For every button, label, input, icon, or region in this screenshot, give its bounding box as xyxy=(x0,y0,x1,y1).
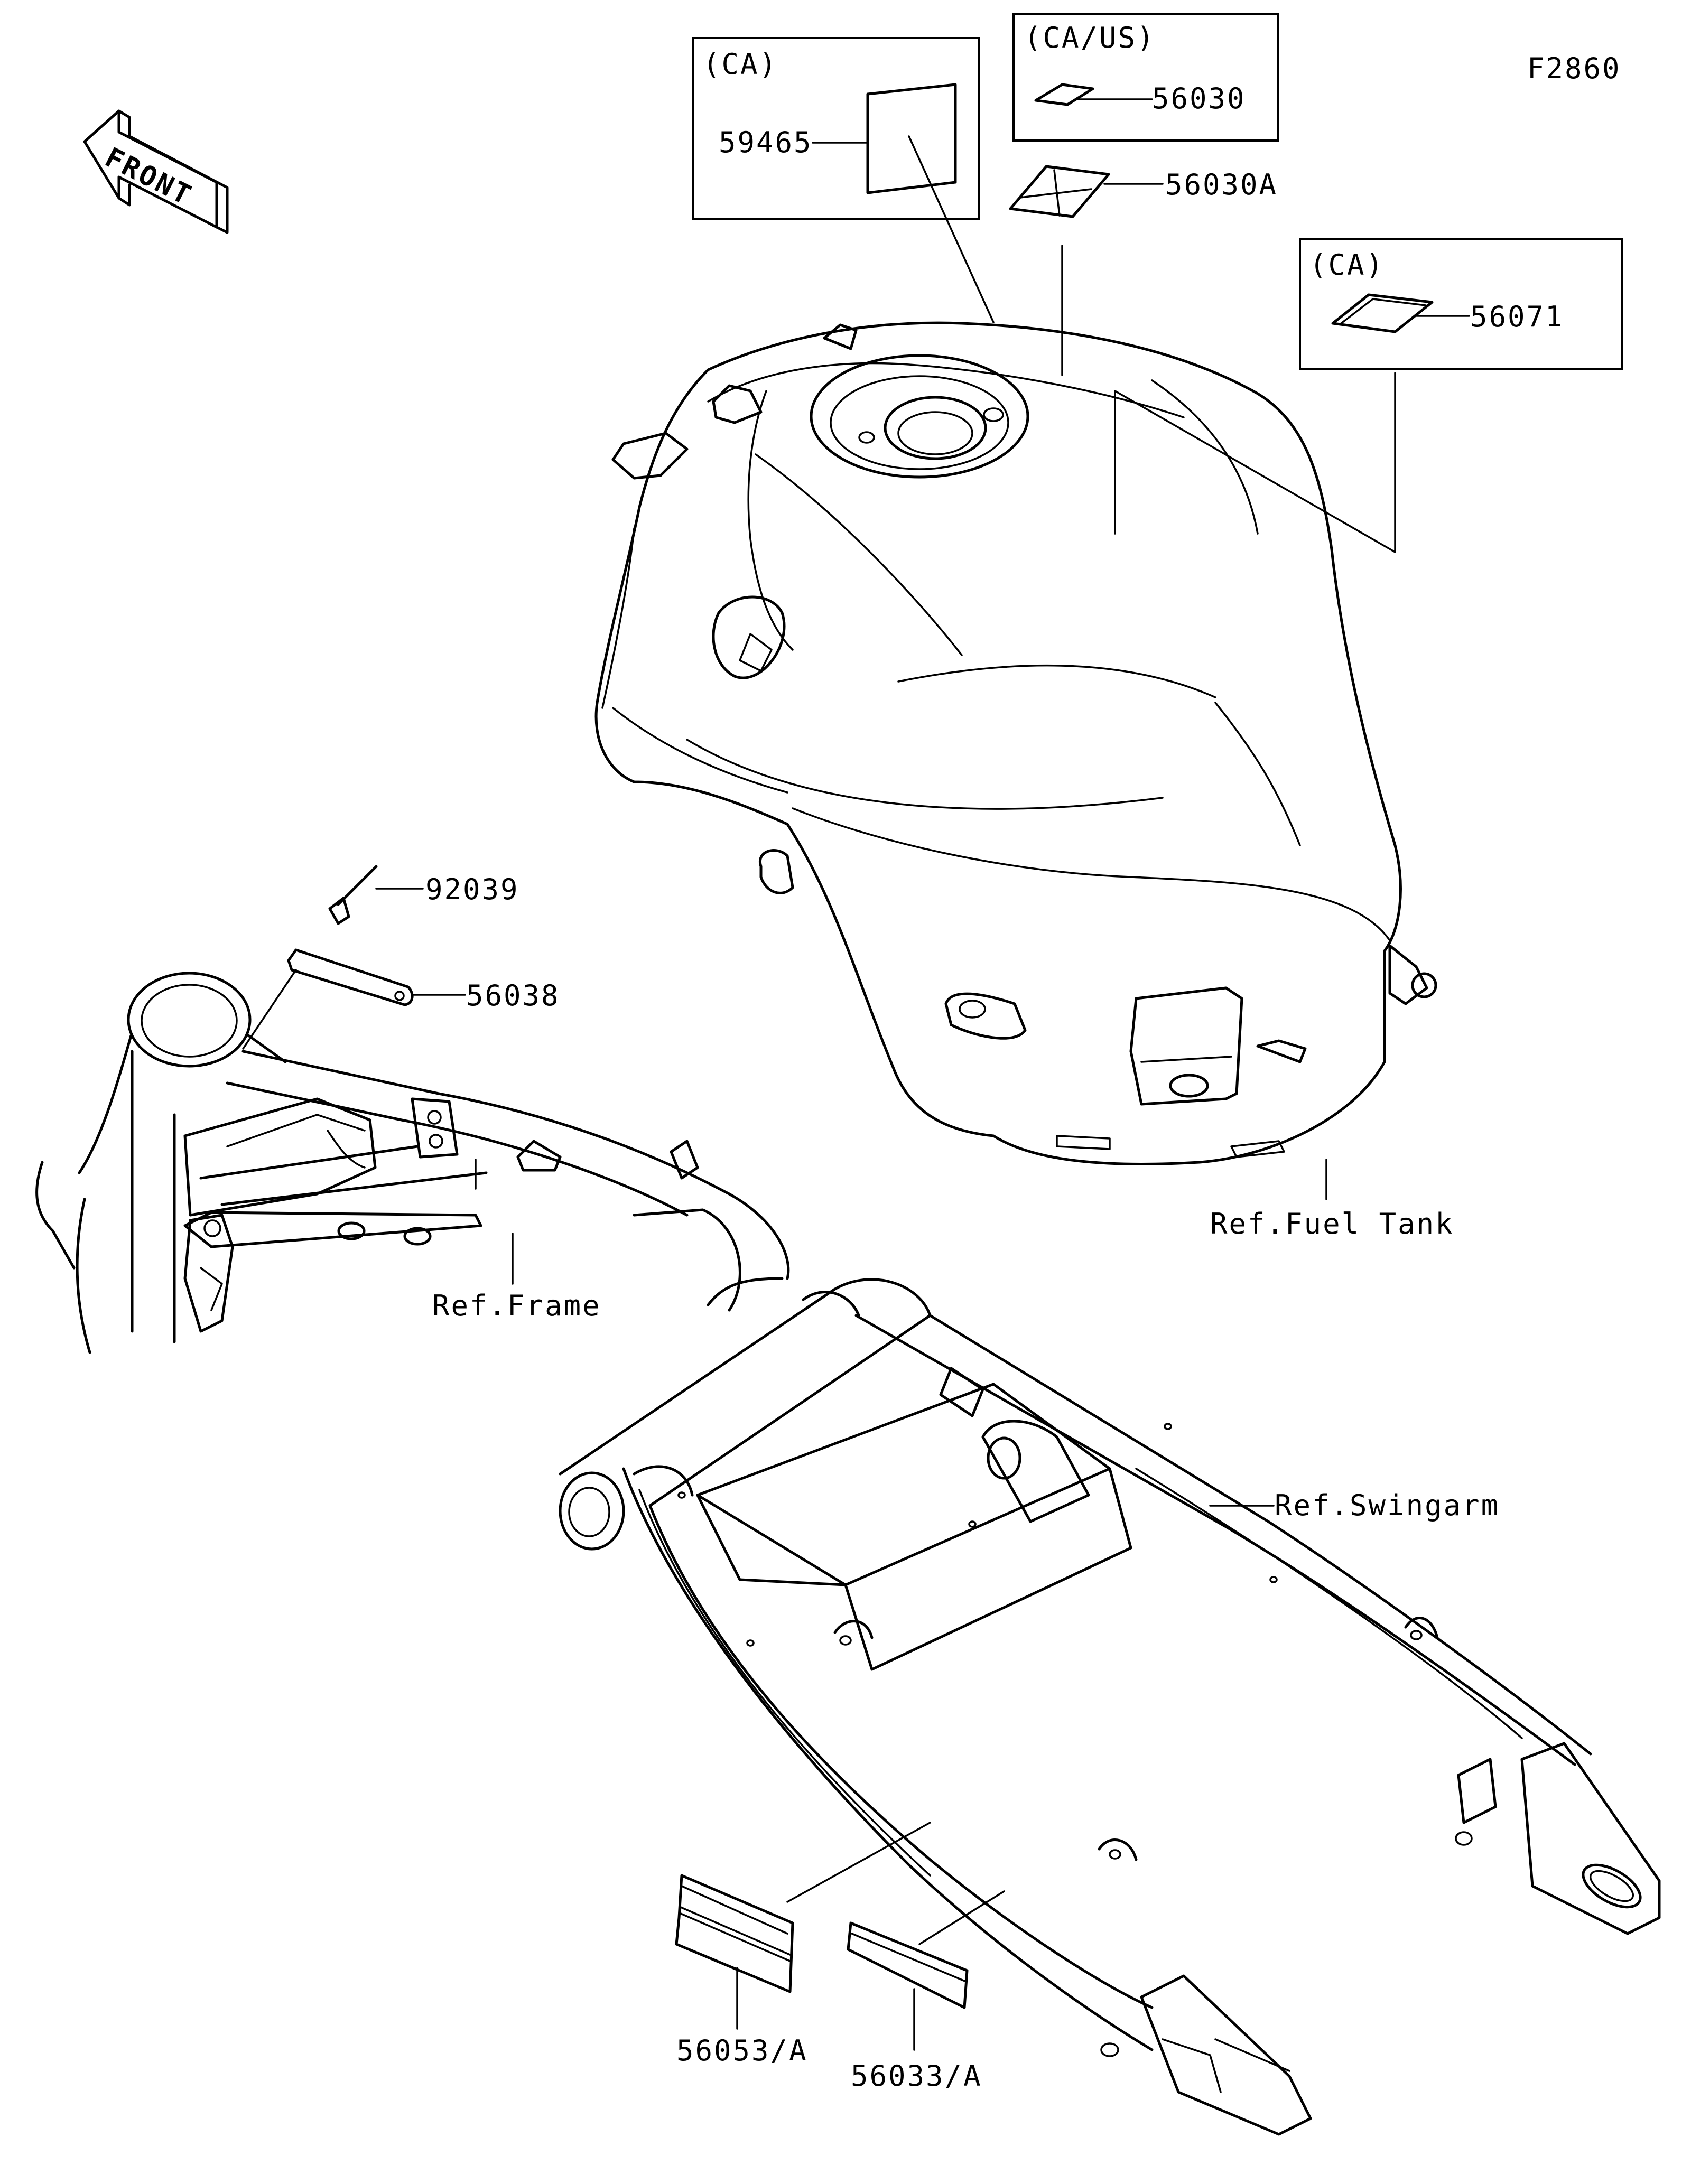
label-plate-59465 xyxy=(866,83,957,194)
part-number-56030a: 56030A xyxy=(1165,168,1278,201)
part-number-92039: 92039 xyxy=(425,873,519,906)
leader-56033a-up xyxy=(918,1890,1005,1945)
part-number-56030: 56030 xyxy=(1152,82,1246,115)
leader-59465 xyxy=(908,135,995,323)
group-label-ca-2: (CA) xyxy=(1309,248,1385,282)
label-56033a xyxy=(847,1921,969,2009)
group-label-ca-1: (CA) xyxy=(703,48,778,81)
fuel-tank xyxy=(594,321,1437,1165)
front-badge-label: FRONT xyxy=(100,142,198,212)
part-number-59465: 59465 xyxy=(719,126,813,159)
leader-56038 xyxy=(242,969,297,1050)
leader-56053a-up xyxy=(786,1822,931,1903)
ref-swingarm: Ref.Swingarm xyxy=(1275,1489,1500,1522)
group-box-ca-59465 xyxy=(692,37,980,220)
group-box-ca-us xyxy=(1012,13,1279,142)
part-number-56038: 56038 xyxy=(466,979,560,1012)
ref-fuel-tank: Ref.Fuel Tank xyxy=(1210,1207,1454,1240)
frame xyxy=(35,972,790,1354)
group-box-ca-56071 xyxy=(1299,238,1623,370)
group-label-ca-us: (CA/US) xyxy=(1024,21,1156,54)
part-number-56033a: 56033/A xyxy=(851,2059,982,2093)
rivet-92039 xyxy=(328,865,378,925)
part-number-56053a: 56053/A xyxy=(676,2034,808,2067)
swingarm xyxy=(559,1278,1661,2136)
label-56030 xyxy=(1034,83,1094,106)
plate-56038 xyxy=(287,948,414,1006)
leader-56071 xyxy=(1114,372,1396,553)
front-arrow-icon: FRONT xyxy=(83,109,229,234)
part-number-56071: 56071 xyxy=(1470,300,1564,333)
label-56053a xyxy=(675,1874,794,1993)
label-56030a xyxy=(1009,165,1110,218)
figure-id: F2860 xyxy=(1527,52,1621,85)
ref-frame: Ref.Frame xyxy=(432,1289,601,1322)
